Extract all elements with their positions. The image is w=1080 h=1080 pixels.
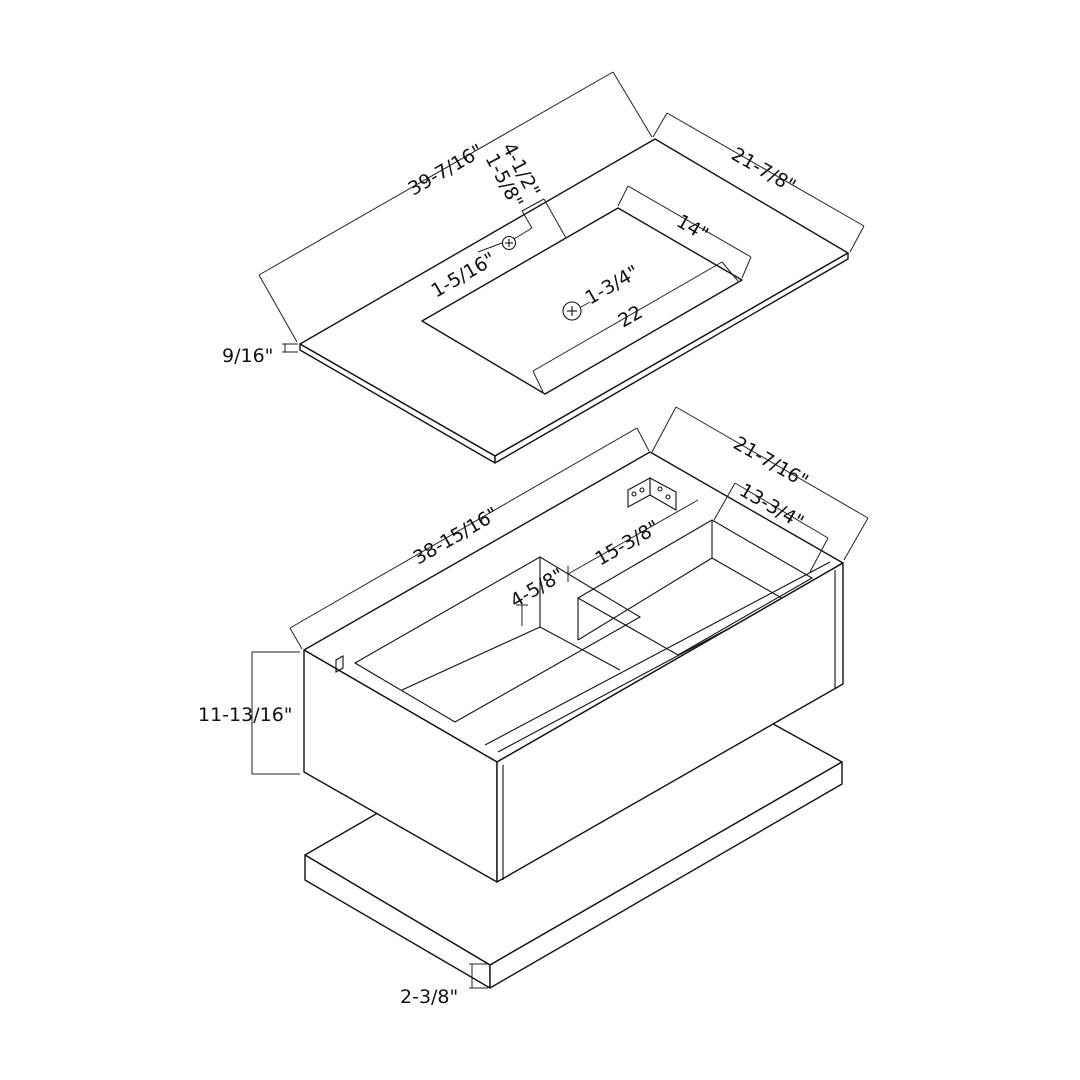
- basin-outline: [421, 207, 743, 395]
- cabinet-height-label: 11-13/16": [198, 704, 293, 726]
- drawer-front: [496, 562, 844, 883]
- left-bracket-icon: [335, 655, 344, 673]
- left-compartment: [353, 556, 642, 723]
- countertop-side-edge: [494, 252, 849, 464]
- plinth-dimensions: [469, 963, 488, 989]
- drain-hole: [562, 301, 582, 321]
- faucet-hole: [501, 235, 517, 251]
- countertop: [299, 138, 849, 464]
- countertop-thickness-label: 9/16": [222, 345, 273, 367]
- mounting-bracket-icon: [627, 477, 677, 511]
- plinth-thickness-label: 2-3/8": [400, 986, 458, 1008]
- cabinet-dimensions: [251, 406, 869, 775]
- cabinet: [303, 451, 844, 883]
- plinth-side-face: [489, 761, 843, 989]
- right-compartment: [576, 519, 814, 656]
- countertop-dimensions: [258, 71, 865, 393]
- cabinet-depth-label: 21-7/16": [730, 432, 812, 492]
- countertop-length-label: 39-7/16": [405, 140, 487, 200]
